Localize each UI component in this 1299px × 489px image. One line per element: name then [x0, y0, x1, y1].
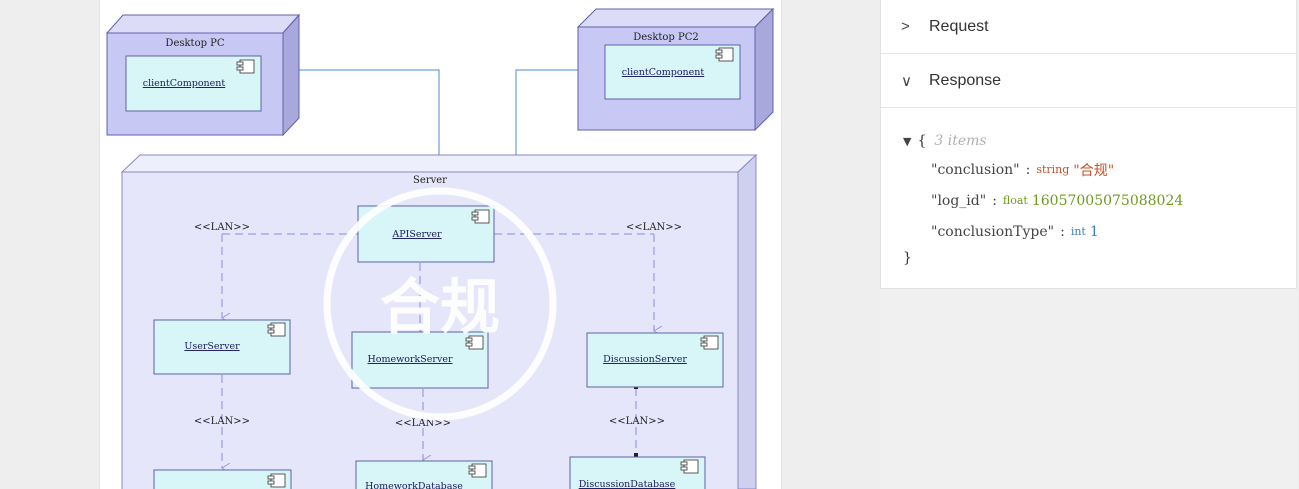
- component-api-server: APIServer: [357, 205, 495, 263]
- request-section-header[interactable]: > Request: [881, 0, 1296, 54]
- json-close: }: [903, 247, 1296, 269]
- svg-text:DiscussionServer: DiscussionServer: [603, 354, 687, 365]
- component-homework-server: HomeworkServer: [351, 331, 489, 389]
- request-label: Request: [929, 17, 989, 35]
- result-card: > Request ∨ Response ▼ { 3 items "conclu…: [880, 0, 1297, 289]
- component-discussion-database: DiscussionDatabase: [569, 456, 706, 489]
- response-label: Response: [929, 71, 1002, 89]
- lan-label: <<LAN>>: [194, 416, 250, 427]
- deployment-diagram: Desktop PC clientComponent Desktop PC2 c…: [105, 7, 775, 489]
- svg-text:UserServer: UserServer: [184, 341, 240, 352]
- component-client-1: clientComponent: [143, 78, 226, 89]
- svg-text:DiscussionDatabase: DiscussionDatabase: [579, 479, 676, 489]
- svg-text:APIServer: APIServer: [391, 229, 442, 240]
- collapse-triangle-icon[interactable]: ▼: [903, 134, 912, 148]
- svg-text:HomeworkDatabase: HomeworkDatabase: [365, 481, 463, 489]
- node-label-desktop-pc: Desktop PC: [165, 38, 224, 49]
- component-user-database: [153, 469, 292, 489]
- json-type: float: [1002, 194, 1028, 207]
- compliance-watermark: 合规: [323, 187, 557, 421]
- svg-text:HomeworkServer: HomeworkServer: [368, 354, 453, 365]
- node-label-server: Server: [413, 175, 447, 186]
- lan-label: <<LAN>>: [626, 222, 682, 233]
- component-user-server: UserServer: [153, 319, 291, 375]
- lan-label: <<LAN>>: [395, 418, 451, 429]
- node-label-desktop-pc2: Desktop PC2: [633, 32, 699, 43]
- json-field: "conclusion" : string "合规": [931, 161, 1115, 179]
- node-desktop-pc: Desktop PC clientComponent: [105, 13, 301, 137]
- json-type: string: [1036, 163, 1070, 176]
- component-homework-database: HomeworkDatabase: [355, 460, 493, 489]
- json-type: int: [1070, 225, 1086, 238]
- chevron-right-icon: >: [901, 18, 910, 35]
- json-open-brace: {: [917, 133, 927, 149]
- uploaded-image-panel: Desktop PC clientComponent Desktop PC2 c…: [99, 0, 782, 489]
- chevron-down-icon: ∨: [901, 72, 912, 90]
- node-desktop-pc2: Desktop PC2 clientComponent: [576, 7, 775, 132]
- json-root: ▼ { 3 items: [903, 128, 1296, 154]
- lan-label: <<LAN>>: [194, 222, 250, 233]
- json-field: "conclusionType" : int 1: [931, 223, 1099, 240]
- json-viewer: ▼ { 3 items "conclusion" : string "合规" "…: [881, 108, 1296, 269]
- json-field: "log_id" : float 16057005075088024: [931, 192, 1184, 209]
- component-client-2: clientComponent: [622, 67, 705, 78]
- json-close-brace: }: [903, 250, 912, 266]
- watermark-text: 合规: [380, 273, 500, 343]
- response-section-header[interactable]: ∨ Response: [881, 54, 1296, 108]
- result-panel: > Request ∨ Response ▼ { 3 items "conclu…: [880, 0, 1298, 489]
- json-value: 1: [1089, 223, 1099, 240]
- lan-label: <<LAN>>: [609, 416, 665, 427]
- json-value: 16057005075088024: [1031, 192, 1184, 209]
- json-value: "合规": [1073, 162, 1115, 179]
- component-discussion-server: DiscussionServer: [586, 332, 724, 388]
- json-item-count: 3 items: [934, 133, 987, 149]
